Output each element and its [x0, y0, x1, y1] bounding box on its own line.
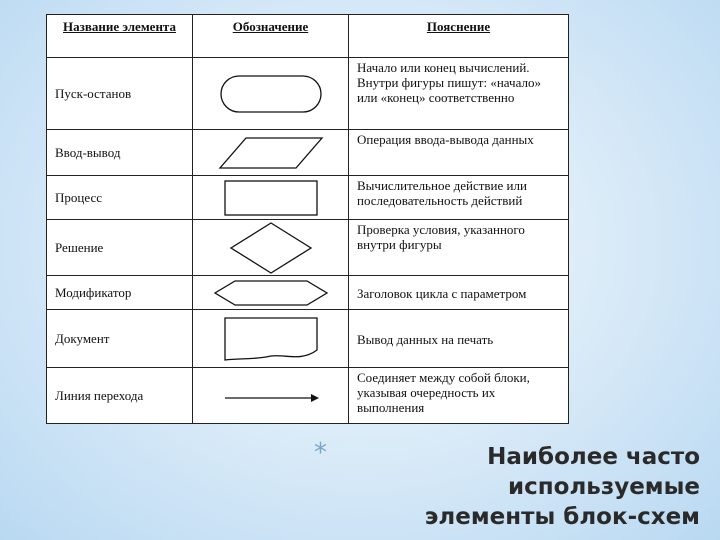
- terminator-icon: [219, 74, 322, 113]
- table-row: Пуск-останов Начало или конец вычислений…: [46, 57, 569, 130]
- diamond-shape-cell: [192, 219, 349, 276]
- arrow-icon: [224, 393, 319, 402]
- row-name: Пуск-останов: [46, 57, 193, 130]
- row-desc: Вычислительное действие или последовател…: [348, 175, 569, 220]
- row-name: Линия перехода: [46, 367, 193, 424]
- row-name: Процесс: [46, 175, 193, 220]
- diamond-icon: [229, 221, 312, 274]
- table-row: Линия перехода Соединяет между собой бло…: [46, 367, 569, 424]
- row-name: Модификатор: [46, 275, 193, 310]
- terminator-shape-cell: [192, 57, 349, 130]
- arrow-shape-cell: [192, 367, 349, 424]
- row-name: Документ: [46, 309, 193, 368]
- document-shape-cell: [192, 309, 349, 368]
- bullet-asterisk: *: [314, 438, 327, 468]
- row-desc: Заголовок цикла с параметром: [348, 275, 569, 310]
- caption-line-1: Наиболее часто используемые: [487, 444, 700, 500]
- document-icon: [223, 316, 318, 361]
- row-desc: Соединяет между собой блоки, указывая оч…: [348, 367, 569, 424]
- row-desc: Проверка условия, указанного внутри фигу…: [348, 219, 569, 276]
- hexagon-shape-cell: [192, 275, 349, 310]
- caption-line-2: элементы блок-схем: [424, 504, 700, 530]
- row-name: Решение: [46, 219, 193, 276]
- slide-caption: Наиболее часто используемые элементы бло…: [300, 442, 700, 532]
- header-symbol: Обозначение: [192, 14, 349, 58]
- parallelogram-shape-cell: [192, 129, 349, 176]
- rectangle-shape-cell: [192, 175, 349, 220]
- row-name: Ввод-вывод: [46, 129, 193, 176]
- table-header-row: Название элемента Обозначение Пояснение: [46, 14, 569, 58]
- table-row: Модификатор Заголовок цикла с параметром: [46, 275, 569, 310]
- row-desc: Операция ввода-вывода данных: [348, 129, 569, 176]
- parallelogram-icon: [218, 136, 323, 169]
- row-desc: Вывод данных на печать: [348, 309, 569, 368]
- flowchart-elements-table: Название элемента Обозначение Пояснение …: [46, 14, 569, 424]
- row-desc: Начало или конец вычислений. Внутри фигу…: [348, 57, 569, 130]
- hexagon-icon: [213, 279, 328, 306]
- table-row: Документ Вывод данных на печать: [46, 309, 569, 368]
- header-element-name: Название элемента: [46, 14, 193, 58]
- rectangle-icon: [223, 179, 318, 216]
- table-row: Решение Проверка условия, указанного вну…: [46, 219, 569, 276]
- table-row: Ввод-вывод Операция ввода-вывода данных: [46, 129, 569, 176]
- table-row: Процесс Вычислительное действие или посл…: [46, 175, 569, 220]
- header-explanation: Пояснение: [348, 14, 569, 58]
